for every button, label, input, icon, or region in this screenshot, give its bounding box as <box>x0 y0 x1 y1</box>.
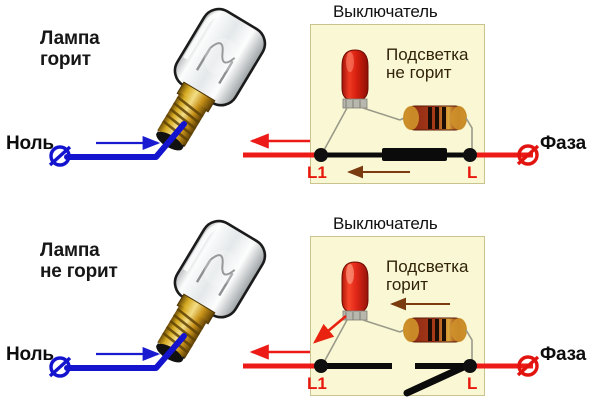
phase-wire-lamp-to-L1 <box>243 344 317 369</box>
circuit-panel-switch-closed: Лампа горит Выключатель Подсветка не гор… <box>0 0 609 207</box>
lamp-state-label-line2: не горит <box>40 261 118 283</box>
circuit-panel-switch-open: Лампа не горит Выключатель Подсветка гор… <box>0 208 609 415</box>
lamp-state-label-line1: Лампа <box>40 240 100 261</box>
terminal-label-L1: L1 <box>307 374 327 393</box>
backlight-state-label: Подсветка не горит <box>386 45 512 83</box>
terminal-label-L1: L1 <box>307 163 327 182</box>
neutral-wire-group <box>48 121 187 167</box>
lamp-state-label: Лампа не горит <box>40 240 160 283</box>
incandescent-lamp <box>156 219 267 363</box>
phase-terminal-icon <box>516 144 540 166</box>
phase-terminal-icon <box>516 355 540 377</box>
terminal-label-L: L <box>467 374 478 393</box>
backlight-state-label-line2: горит <box>386 275 429 295</box>
neutral-label: Ноль <box>6 133 54 154</box>
switch-title: Выключатель <box>333 214 438 233</box>
lamp-state-label-line1: Лампа <box>40 28 100 49</box>
lamp-state-label-line2: горит <box>40 49 91 71</box>
phase-label: Фаза <box>540 344 586 365</box>
neutral-wire-group <box>48 333 187 378</box>
phase-label: Фаза <box>540 133 586 154</box>
lamp-state-label: Лампа горит <box>40 28 160 71</box>
switch-title: Выключатель <box>333 2 438 21</box>
terminal-label-L: L <box>467 163 478 182</box>
backlight-state-label: Подсветка горит <box>386 257 512 295</box>
neutral-label: Ноль <box>6 344 54 365</box>
backlight-state-label-line2: не горит <box>386 63 452 83</box>
phase-wire-lamp-to-L1 <box>243 133 317 158</box>
backlight-state-label-line1: Подсветка <box>386 257 469 276</box>
backlight-state-label-line1: Подсветка <box>386 45 469 64</box>
incandescent-lamp <box>156 7 267 151</box>
